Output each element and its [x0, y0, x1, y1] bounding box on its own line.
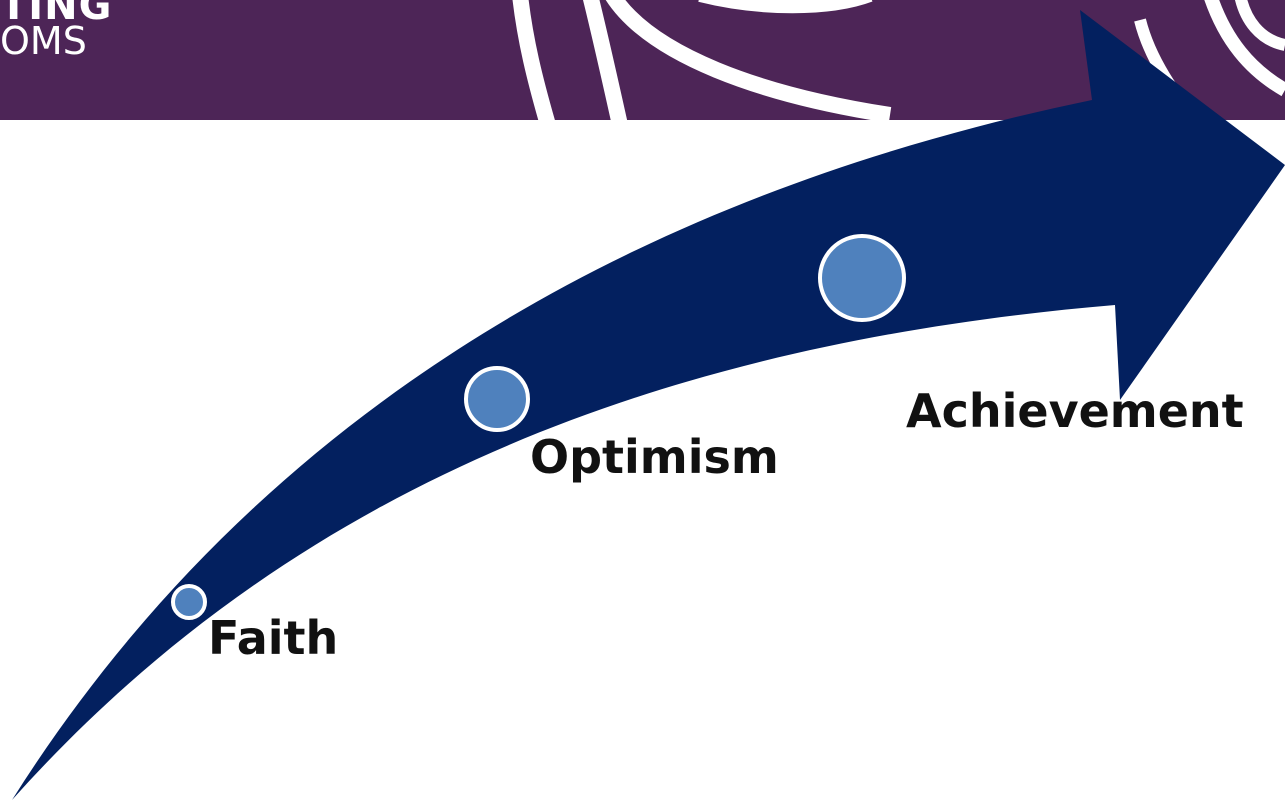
achievement-marker	[818, 234, 906, 322]
banner-decoration	[512, 0, 1285, 120]
growth-arrow	[12, 10, 1285, 800]
logo-text-top: TING	[0, 0, 113, 29]
faith-marker	[171, 584, 207, 620]
optimism-marker	[464, 366, 530, 432]
stage-label-faith: Faith	[208, 611, 339, 665]
header-banner: TING OMS	[0, 0, 1285, 120]
stage-label-optimism: Optimism	[530, 430, 779, 484]
logo-text-bottom: OMS	[0, 19, 87, 63]
stage-label-achievement: Achievement	[906, 384, 1244, 438]
